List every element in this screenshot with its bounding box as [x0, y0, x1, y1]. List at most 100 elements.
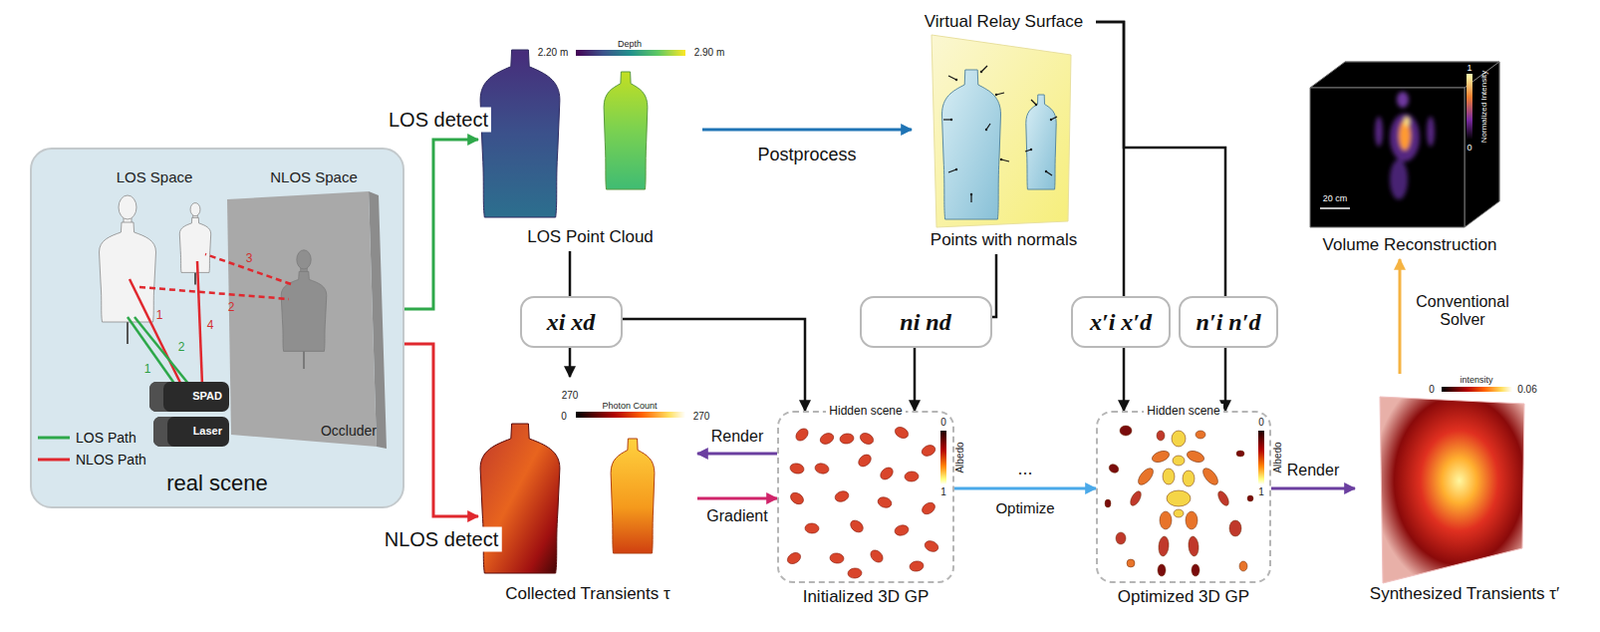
- connector: [913, 347, 917, 411]
- albedo-colorbar: [1258, 430, 1265, 485]
- mannequin-body: [179, 217, 211, 272]
- normal-dot: [980, 70, 983, 73]
- gaussian-blob: [1156, 430, 1165, 441]
- gaussian-blob: [923, 538, 941, 554]
- gaussian-blob: [833, 489, 850, 504]
- photon-colorbar: [575, 411, 686, 418]
- bust-shape: [603, 71, 648, 190]
- image-panel: Collected Transients τ: [478, 376, 698, 608]
- gaussian-blob: [892, 424, 910, 441]
- variable-box: ni nd: [859, 295, 993, 348]
- connector: [404, 343, 479, 517]
- connector: [1095, 21, 1226, 296]
- gaussian-blob: [1104, 499, 1111, 508]
- caption: Collected Transients τ: [505, 583, 670, 608]
- mannequin: [179, 203, 211, 285]
- colorbar-title: Albedo: [955, 441, 966, 473]
- normal-dot: [1030, 148, 1033, 151]
- gaussian-blob: [1119, 425, 1132, 436]
- volume-colorbar: [1466, 73, 1473, 140]
- connector: [992, 254, 998, 317]
- colorbar-title: Photon Count: [601, 401, 657, 411]
- connector: [568, 347, 572, 377]
- scene-box: Hidden sceneInitialized 3D GP: [777, 410, 955, 583]
- glow-blob: [1374, 116, 1383, 147]
- gaussian-blob: [1216, 489, 1232, 508]
- colorbar-tick: 0: [560, 411, 567, 422]
- bust-shape: [610, 438, 655, 553]
- occluder-wall: [227, 191, 377, 447]
- gaussian-blob: [838, 432, 854, 445]
- los-path-line: [134, 316, 190, 385]
- colorbar-title: Depth: [617, 39, 642, 49]
- gaussian-blob: [857, 430, 875, 446]
- colorbar-tick: 0: [1466, 143, 1472, 153]
- glow-blob: [1426, 116, 1435, 147]
- gaussian-blob: [785, 549, 802, 566]
- gaussian-blob: [813, 462, 830, 476]
- normal-dot: [1050, 118, 1053, 121]
- gaussian-blob: [908, 559, 924, 572]
- gaussian-blob: [1187, 535, 1200, 557]
- legend-line: [37, 436, 70, 440]
- symbol-label: n′i n′d: [1196, 307, 1262, 337]
- edge-label: NLOS detect: [381, 527, 503, 552]
- caption: Synthesized Transients τ′: [1369, 583, 1560, 608]
- connector: [568, 251, 572, 296]
- normal-tick: [948, 75, 957, 80]
- volume-glow: [1374, 91, 1435, 200]
- laser-box: Laser: [153, 416, 230, 447]
- bust-shape: [942, 69, 1002, 220]
- normal-dot: [985, 128, 988, 131]
- gaussian-blob: [1157, 563, 1166, 576]
- depth-colorbar: [575, 49, 686, 56]
- caption: LOS Point Cloud: [527, 227, 654, 252]
- colorbar-title: intensity: [1459, 375, 1493, 385]
- intensity-colorbar: [1441, 386, 1513, 392]
- heading: Virtual Relay Surface: [924, 7, 1083, 32]
- edge-label: Gradient: [703, 506, 771, 527]
- gaussian-blob: [1191, 563, 1200, 576]
- gaussian-blob: [804, 523, 819, 534]
- gaussian-blob: [847, 518, 865, 535]
- normal-tick: [981, 65, 988, 72]
- connector: [1224, 347, 1228, 411]
- gaussian-blob: [1200, 465, 1222, 488]
- image-panel: LOS Point Cloud: [478, 37, 703, 252]
- relay-surface: [931, 34, 1071, 228]
- colorbar-tick: 0: [940, 417, 947, 428]
- colorbar-tick: 1: [940, 487, 947, 498]
- gaussian-blob: [1247, 495, 1254, 502]
- colorbar-tick: 2.90 m: [694, 47, 726, 58]
- albedo-colorbar: [940, 430, 947, 485]
- gaussian-blob: [1239, 560, 1248, 571]
- legend-text: NLOS Path: [75, 452, 147, 467]
- gaussian-blob: [1236, 450, 1245, 457]
- normal-dot: [955, 78, 958, 81]
- normal-dot: [955, 168, 958, 171]
- normal-tick: [948, 169, 957, 173]
- connector: [702, 128, 912, 132]
- los-path-line: [127, 316, 176, 385]
- gaussian-blob: [855, 452, 873, 470]
- connector: [622, 318, 806, 411]
- connector: [404, 139, 479, 309]
- caption: Optimized 3D GP: [1117, 586, 1250, 607]
- image-panel: Synthesized Transients τ′: [1354, 373, 1575, 608]
- region-label: LOS Space: [116, 169, 194, 185]
- mannequin-head: [118, 195, 137, 220]
- gaussian-blob: [904, 471, 920, 483]
- detector-box: SPAD: [149, 381, 230, 412]
- caption: Points with normals: [930, 230, 1077, 255]
- connector: [1122, 347, 1126, 411]
- normal-dot: [1035, 103, 1038, 106]
- variable-box: x′i x′d: [1070, 295, 1171, 348]
- normal-dot: [1045, 170, 1048, 173]
- connector: [697, 497, 778, 501]
- legend-text: LOS Path: [75, 430, 137, 445]
- gaussian-blob: [794, 426, 811, 444]
- scene-panel-fill: [30, 148, 404, 508]
- edge-label: Render: [1284, 460, 1342, 481]
- cube-front: [1310, 87, 1465, 228]
